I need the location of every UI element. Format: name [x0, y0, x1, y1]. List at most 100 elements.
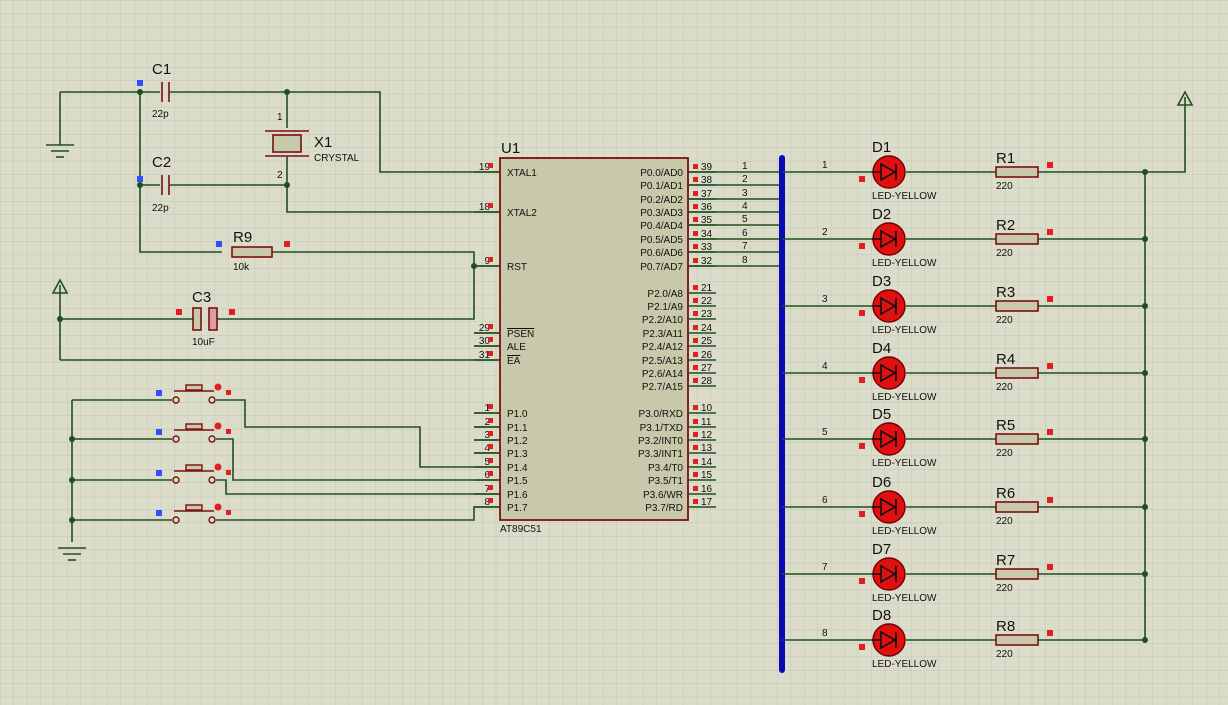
push-button[interactable]: [156, 422, 231, 443]
capacitor-c2[interactable]: C2 22p: [152, 154, 171, 214]
x1-pin2: 2: [277, 170, 283, 181]
c3-value: 10uF: [192, 337, 215, 348]
mcu-pin-number: 35: [701, 215, 713, 226]
mcu-pin-name: P1.6: [507, 490, 528, 501]
led-ref: D4: [872, 340, 891, 357]
mcu-pin-name: P2.3/A11: [643, 329, 684, 340]
capacitor-c3[interactable]: C3 10uF: [192, 289, 218, 348]
mcu-pin-number: 31: [479, 350, 491, 361]
resistor-value: 220: [996, 315, 1013, 326]
power-icon: [1176, 90, 1194, 106]
bus-net-label: 4: [742, 201, 748, 212]
mcu-pin-number: 11: [701, 417, 712, 428]
pin-marker: [693, 352, 698, 357]
bus-net-label: 3: [742, 188, 748, 199]
x1-ref: X1: [314, 134, 332, 151]
mcu-pin-name: P2.5/A13: [642, 356, 684, 367]
capacitor-c1[interactable]: C1 22p: [152, 61, 171, 120]
mcu-pin-number: 3: [484, 430, 490, 441]
mcu-pin-number: 28: [701, 376, 713, 387]
bus-net-label: 2: [742, 174, 748, 185]
mcu-pin-name: P2.4/A12: [642, 342, 684, 353]
mcu-pin-number: 34: [701, 229, 713, 240]
led-value: LED-YELLOW: [872, 659, 937, 670]
led-net-label: 4: [822, 361, 828, 372]
pin-marker: [693, 177, 698, 182]
u1-part: AT89C51: [500, 524, 542, 535]
mcu-pin-number: 1: [484, 403, 490, 414]
push-button[interactable]: [156, 463, 231, 484]
resistor-ref: R2: [996, 217, 1015, 234]
mcu-pin-number: 5: [484, 457, 490, 468]
ground-icon: [46, 144, 74, 158]
c1-ref: C1: [152, 61, 171, 78]
pin-marker: [488, 471, 493, 476]
mcu-pin-number: 7: [484, 484, 490, 495]
mcu-pin-name: P1.2: [507, 436, 528, 447]
pin-marker: [488, 485, 493, 490]
pin-marker: [693, 472, 698, 477]
resistor-ref: R8: [996, 618, 1015, 635]
resistor-r3[interactable]: R3 220: [995, 284, 1053, 326]
push-button[interactable]: [156, 383, 231, 404]
mcu-pin-number: 10: [701, 403, 713, 414]
mcu-pin-name: P1.3: [507, 449, 528, 460]
mcu-pin-name: P0.0/AD0: [640, 168, 683, 179]
led-value: LED-YELLOW: [872, 526, 937, 537]
bus-net-label: 6: [742, 228, 748, 239]
junctions: [57, 89, 477, 523]
mcu-pin-name: ALE: [507, 342, 526, 353]
pin-marker: [488, 404, 493, 409]
pin-marker: [488, 498, 493, 503]
resistor-value: 220: [996, 382, 1013, 393]
resistor-r9[interactable]: R9 10k: [231, 229, 273, 273]
power-icon: [51, 278, 69, 294]
crystal-x1[interactable]: X1 CRYSTAL 1 2: [265, 112, 360, 181]
mcu-pin-name: P2.2/A10: [642, 315, 684, 326]
led-value: LED-YELLOW: [872, 191, 937, 202]
mcu-pin-name: RST: [507, 262, 527, 273]
mcu-u1[interactable]: U1 AT89C51 XTAL119XTAL218RST9PSEN29ALE30…: [474, 140, 716, 535]
mcu-pin-name: PSEN: [507, 329, 534, 340]
led-value: LED-YELLOW: [872, 392, 937, 403]
resistor-value: 220: [996, 516, 1013, 527]
resistor-ref: R3: [996, 284, 1015, 301]
led-net-label: 2: [822, 227, 828, 238]
led-ref: D5: [872, 406, 891, 423]
r9-ref: R9: [233, 229, 252, 246]
mcu-pin-number: 23: [701, 309, 713, 320]
c3-ref: C3: [192, 289, 211, 306]
pin-marker: [488, 203, 493, 208]
resistor-ref: R5: [996, 417, 1015, 434]
pin-marker: [488, 418, 493, 423]
led-value: LED-YELLOW: [872, 325, 937, 336]
pin-marker: [488, 163, 493, 168]
mcu-pin-name: P0.3/AD3: [640, 208, 683, 219]
bus-net-label: 7: [742, 241, 748, 252]
mcu-pin-number: 18: [479, 202, 491, 213]
mcu-pin-number: 13: [701, 443, 713, 454]
mcu-pin-name: P0.7/AD7: [640, 262, 683, 273]
mcu-pin-name: P1.4: [507, 463, 528, 474]
push-button[interactable]: [156, 503, 231, 524]
